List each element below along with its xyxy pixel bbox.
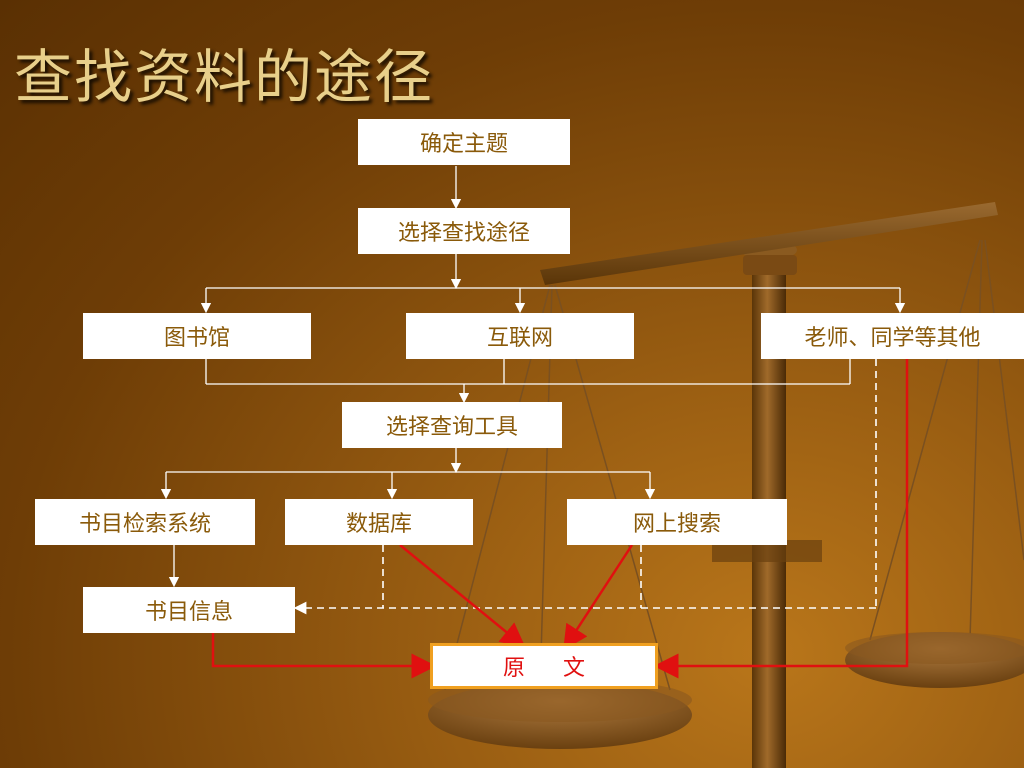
red-arrow-database <box>399 544 526 648</box>
slide-title: 查找资料的途径 <box>14 43 435 111</box>
node-catalog-system: 书目检索系统 <box>35 499 255 545</box>
node-choose-path: 选择查找途径 <box>358 208 570 254</box>
red-arrow-web <box>563 544 634 651</box>
red-arrow-teachers <box>653 359 909 679</box>
node-original: 原文 <box>430 643 658 689</box>
node-teachers: 老师、同学等其他 <box>761 313 1024 359</box>
node-database: 数据库 <box>285 499 473 545</box>
red-arrow-catalog-info <box>211 633 437 679</box>
node-web-search: 网上搜索 <box>567 499 787 545</box>
node-internet: 互联网 <box>406 313 634 359</box>
node-topic: 确定主题 <box>358 119 570 165</box>
node-library: 图书馆 <box>83 313 311 359</box>
node-choose-tool: 选择查询工具 <box>342 402 562 448</box>
node-catalog-info: 书目信息 <box>83 587 295 633</box>
